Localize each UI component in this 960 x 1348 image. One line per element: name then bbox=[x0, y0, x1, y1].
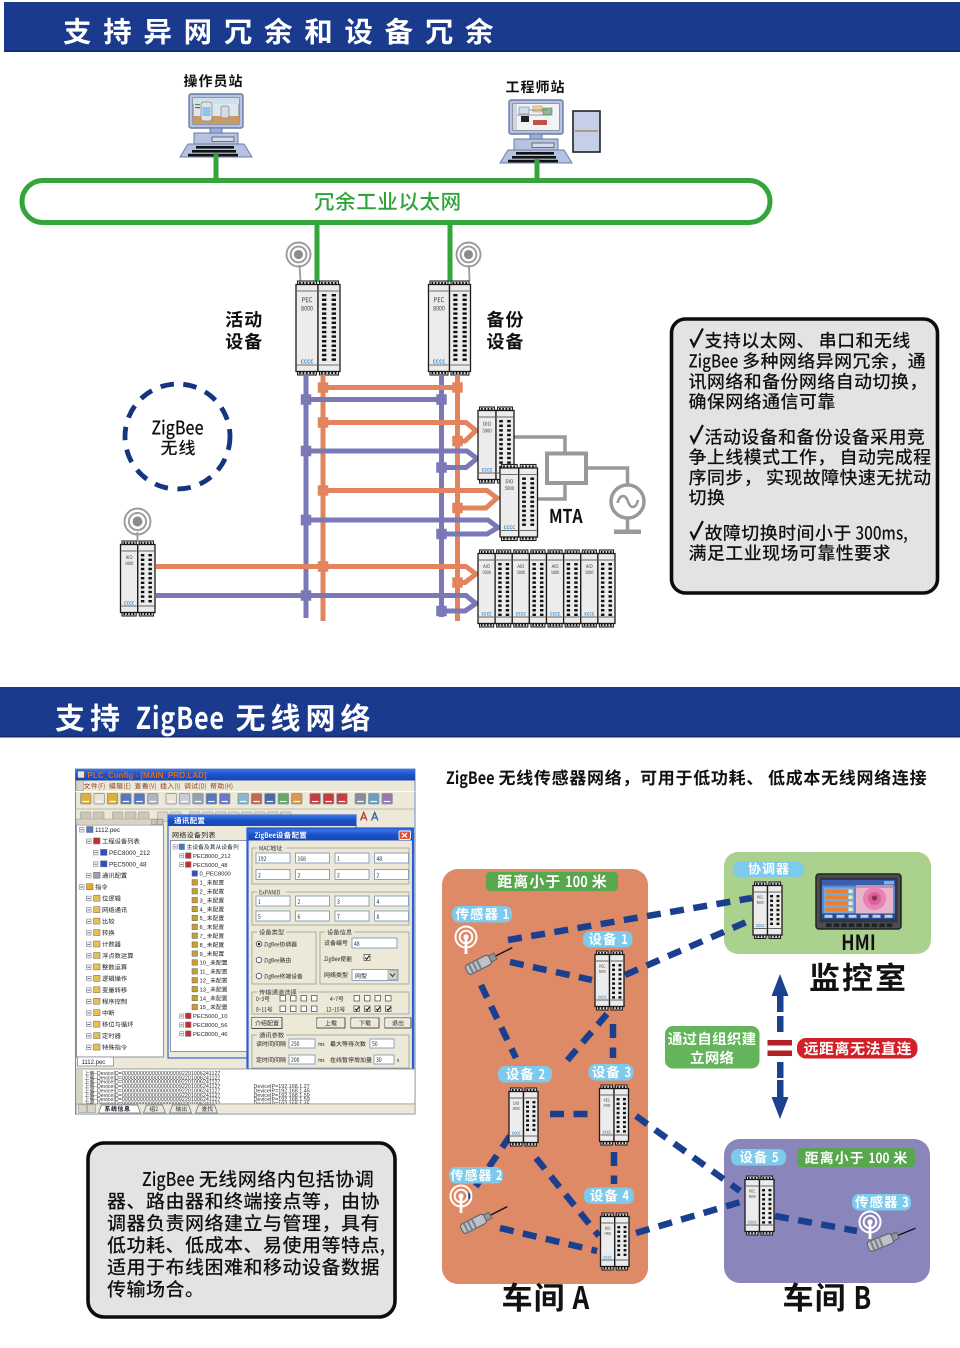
svg-text:6_: 6_ bbox=[200, 925, 207, 931]
svg-text:PEC8000_212: PEC8000_212 bbox=[109, 850, 150, 857]
svg-text:5_: 5_ bbox=[200, 916, 207, 922]
svg-text:---DeviceID=000000000000000000: ---DeviceID=0000000000000000000922010062… bbox=[92, 1097, 221, 1103]
svg-text:PEC8000_212: PEC8000_212 bbox=[193, 854, 231, 860]
svg-text:7_: 7_ bbox=[200, 934, 207, 940]
svg-text:1112.pec: 1112.pec bbox=[95, 827, 120, 834]
svg-text:DeviceIP=192.168.1.27: DeviceIP=192.168.1.27 bbox=[254, 1084, 310, 1090]
svg-text:PEC5000_10: PEC5000_10 bbox=[193, 1014, 228, 1020]
svg-text:10_: 10_ bbox=[200, 961, 210, 967]
svg-text:3_: 3_ bbox=[200, 898, 207, 904]
svg-text:DeviceIP=192.168.1.59: DeviceIP=192.168.1.59 bbox=[254, 1093, 310, 1099]
svg-text:12_: 12_ bbox=[200, 979, 210, 985]
svg-text:PEC8000_56: PEC8000_56 bbox=[193, 1023, 228, 1029]
svg-text:---DeviceID=000000000000000000: ---DeviceID=0000000000000000000922010062… bbox=[92, 1071, 221, 1077]
svg-text:14_: 14_ bbox=[200, 996, 210, 1002]
svg-text:DeviceIP=192.168.1.45: DeviceIP=192.168.1.45 bbox=[254, 1088, 310, 1094]
svg-text:4_: 4_ bbox=[200, 907, 207, 913]
svg-text:---DeviceID=000000000000000000: ---DeviceID=0000000000000000000922010062… bbox=[92, 1093, 221, 1099]
svg-text:11_: 11_ bbox=[200, 970, 210, 976]
svg-text:2_: 2_ bbox=[200, 890, 207, 896]
svg-text:DeviceIP=192.168.1.59: DeviceIP=192.168.1.59 bbox=[254, 1097, 310, 1103]
svg-text:15_: 15_ bbox=[200, 1005, 210, 1011]
svg-text:---DeviceID=000000000000000000: ---DeviceID=0000000000000000000922010062… bbox=[92, 1080, 221, 1086]
svg-text:1112.pec: 1112.pec bbox=[82, 1060, 106, 1066]
svg-text:PEC5000_48: PEC5000_48 bbox=[109, 861, 147, 868]
svg-text:PEC5000_48: PEC5000_48 bbox=[193, 863, 228, 869]
svg-text:---DeviceID=000000000000000000: ---DeviceID=0000000000000000000922010062… bbox=[92, 1084, 221, 1090]
svg-text:0_PEC8000: 0_PEC8000 bbox=[200, 872, 231, 878]
svg-text:---DeviceID=000000000000000000: ---DeviceID=0000000000000000000922010062… bbox=[92, 1075, 221, 1081]
svg-text:13_: 13_ bbox=[200, 987, 210, 993]
svg-text:PLC_Config - [MAIN_PRO.LAD]: PLC_Config - [MAIN_PRO.LAD] bbox=[88, 771, 207, 780]
svg-text:9_: 9_ bbox=[200, 952, 207, 958]
svg-text:1_: 1_ bbox=[200, 881, 207, 887]
svg-text:---DeviceID=000000000000000000: ---DeviceID=0000000000000000000922010062… bbox=[92, 1088, 221, 1094]
svg-text:8_: 8_ bbox=[200, 943, 207, 949]
svg-text:PEC8000_46: PEC8000_46 bbox=[193, 1032, 228, 1038]
